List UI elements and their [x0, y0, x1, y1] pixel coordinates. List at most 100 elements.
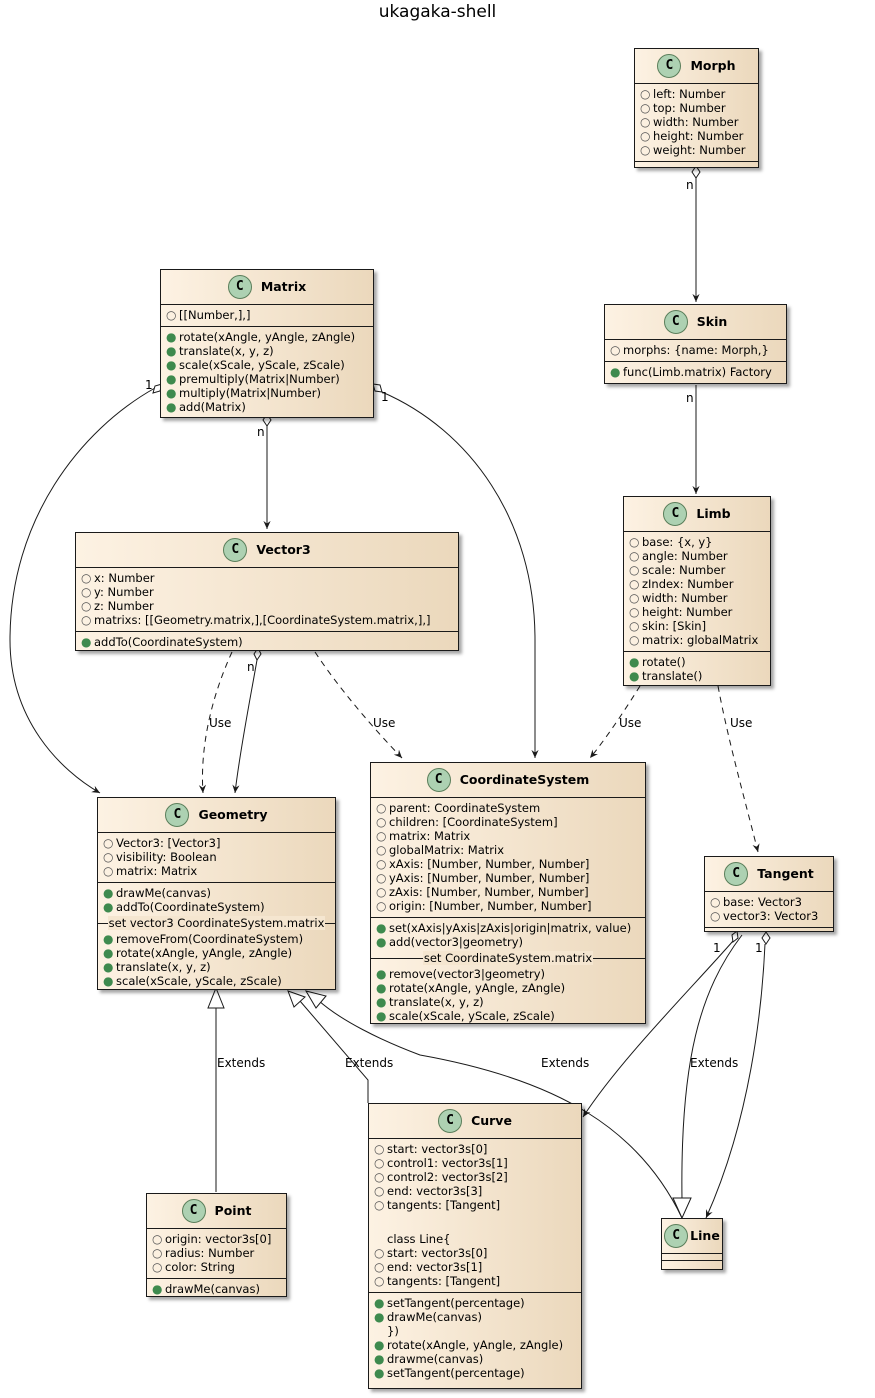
attribute-row: ○weight: Number: [635, 143, 758, 157]
operation-row: ●set(xAxis|yAxis|zAxis|origin|matrix, va…: [371, 921, 645, 935]
attribute-row: ○morphs: {name: Morph,}: [605, 343, 786, 357]
operation-row: ●drawMe(canvas): [98, 886, 335, 900]
aggregation-diamond: [731, 930, 739, 943]
public-method-icon: ●: [166, 344, 177, 358]
use-label: Use: [619, 716, 642, 730]
attribute-text: z: Number: [94, 599, 154, 613]
attribute-text: width: Number: [653, 115, 739, 129]
operation-text: drawMe(canvas): [116, 886, 211, 900]
public-visibility-icon: ○: [640, 115, 651, 129]
attribute-row: ○matrix: Matrix: [98, 864, 335, 878]
aggregation-diamond: [691, 165, 701, 179]
class-name: Curve: [471, 1113, 512, 1128]
operation-text: add(Matrix): [179, 400, 246, 414]
attribute-row: ○scale: Number: [624, 563, 770, 577]
class-c-icon: C: [227, 275, 252, 299]
attribute-text: globalMatrix: Matrix: [389, 843, 505, 857]
attribute-text: visibility: Boolean: [116, 850, 217, 864]
operations-section: ●drawMe(canvas): [147, 1279, 286, 1300]
attributes-section: ○x: Number ○y: Number ○z: Number ○matrix…: [76, 568, 458, 632]
attribute-row: ○vector3: Vector3: [705, 909, 833, 923]
operation-text: translate(x, y, z): [116, 960, 211, 974]
attributes-section: ○origin: vector3s[0] ○radius: Number ○co…: [147, 1229, 286, 1279]
public-visibility-icon: ○: [376, 857, 387, 871]
blank-row: [369, 1212, 581, 1226]
attributes-section: ○parent: CoordinateSystem ○children: [Co…: [371, 798, 645, 918]
public-visibility-icon: ○: [629, 591, 640, 605]
attributes-section: ○start: vector3s[0] ○control1: vector3s[…: [369, 1139, 581, 1293]
operation-text: set(xAxis|yAxis|zAxis|origin|matrix, val…: [389, 921, 632, 935]
attribute-row: ○xAxis: [Number, Number, Number]: [371, 857, 645, 871]
attribute-row: ○height: Number: [624, 605, 770, 619]
class-c-icon: C: [181, 1199, 206, 1223]
public-method-icon: ●: [629, 655, 640, 669]
extends-label: Extends: [217, 1056, 266, 1070]
attributes-section: ○base: {x, y} ○angle: Number ○scale: Num…: [624, 532, 770, 652]
attribute-text: end: vector3s[1]: [387, 1260, 483, 1274]
public-visibility-icon: ○: [374, 1142, 385, 1156]
operation-text: addTo(CoordinateSystem): [94, 635, 243, 649]
extends-label: Extends: [541, 1056, 590, 1070]
attribute-row: ○angle: Number: [624, 549, 770, 563]
attributes-section: ○base: Vector3 ○vector3: Vector3: [705, 892, 833, 928]
operations-section: [662, 1261, 722, 1267]
operations-section: ●func(Limb.matrix) Factory: [605, 362, 786, 383]
attribute-text: scale: Number: [642, 563, 726, 577]
attribute-text: angle: Number: [642, 549, 728, 563]
public-method-icon: ●: [103, 900, 114, 914]
attribute-row: ○tangents: [Tangent]: [369, 1274, 581, 1288]
public-visibility-icon: ○: [710, 909, 721, 923]
attribute-text: vector3: Vector3: [723, 909, 819, 923]
attribute-row: ○base: Vector3: [705, 895, 833, 909]
public-method-icon: ●: [629, 669, 640, 683]
class-c-icon: C: [657, 54, 682, 78]
class-c-icon: C: [165, 803, 190, 827]
public-method-icon: ●: [166, 372, 177, 386]
public-method-icon: ●: [374, 1338, 385, 1352]
attribute-text: [[Number,],]: [179, 308, 251, 322]
attribute-text: radius: Number: [165, 1246, 255, 1260]
aggregation-diamond: [253, 647, 262, 661]
public-visibility-icon: ○: [374, 1274, 385, 1288]
public-method-icon: ●: [376, 981, 387, 995]
edge-line-geometry: [317, 999, 683, 1219]
attribute-text: parent: CoordinateSystem: [389, 801, 541, 815]
public-visibility-icon: ○: [103, 850, 114, 864]
public-method-icon: ●: [376, 995, 387, 1009]
attribute-row: ○matrixs: [[Geometry.matrix,],[Coordinat…: [76, 613, 458, 627]
class-c-icon: C: [724, 862, 749, 886]
attribute-text: matrix: Matrix: [389, 829, 471, 843]
public-method-icon: ●: [166, 400, 177, 414]
operation-text: add(vector3|geometry): [389, 935, 524, 949]
attribute-text: morphs: {name: Morph,}: [623, 343, 769, 357]
multiplicity-label: n: [686, 178, 694, 192]
operation-text: scale(xScale, yScale, zScale): [116, 974, 282, 988]
public-method-icon: ●: [376, 967, 387, 981]
class-name: Limb: [696, 506, 731, 521]
public-visibility-icon: ○: [81, 613, 92, 627]
separator-text: set CoordinateSystem.matrix: [422, 951, 594, 965]
attribute-row: ○height: Number: [635, 129, 758, 143]
public-visibility-icon: ○: [376, 871, 387, 885]
class-name: Vector3: [256, 542, 311, 557]
operations-section: [635, 162, 758, 165]
attribute-row: ○start: vector3s[0]: [369, 1246, 581, 1260]
operations-section: ●rotate(xAngle, yAngle, zAngle) ●transla…: [161, 327, 373, 418]
